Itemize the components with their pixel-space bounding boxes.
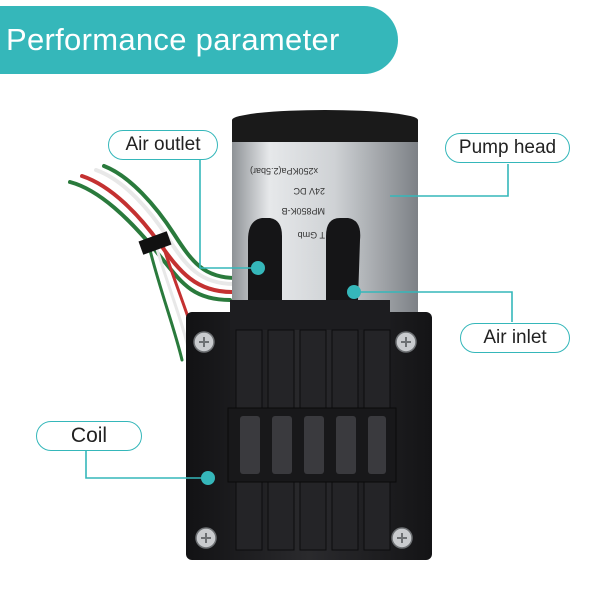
page-title: Performance parameter (0, 6, 398, 74)
svg-text:24V DC: 24V DC (293, 186, 325, 196)
svg-text:T Gmb: T Gmb (298, 230, 325, 240)
leader-dots (201, 261, 361, 485)
pump-body (186, 300, 432, 560)
air-inlet-label: Air inlet (460, 323, 570, 353)
coil-label: Coil (36, 421, 142, 451)
air-outlet-label: Air outlet (108, 130, 218, 160)
svg-text:x250KPa(2.5bar): x250KPa(2.5bar) (250, 166, 318, 176)
wires (68, 164, 238, 362)
nozzles (248, 218, 361, 300)
pump-head-label: Pump head (445, 133, 570, 163)
svg-text:MP850K-B: MP850K-B (281, 206, 325, 216)
